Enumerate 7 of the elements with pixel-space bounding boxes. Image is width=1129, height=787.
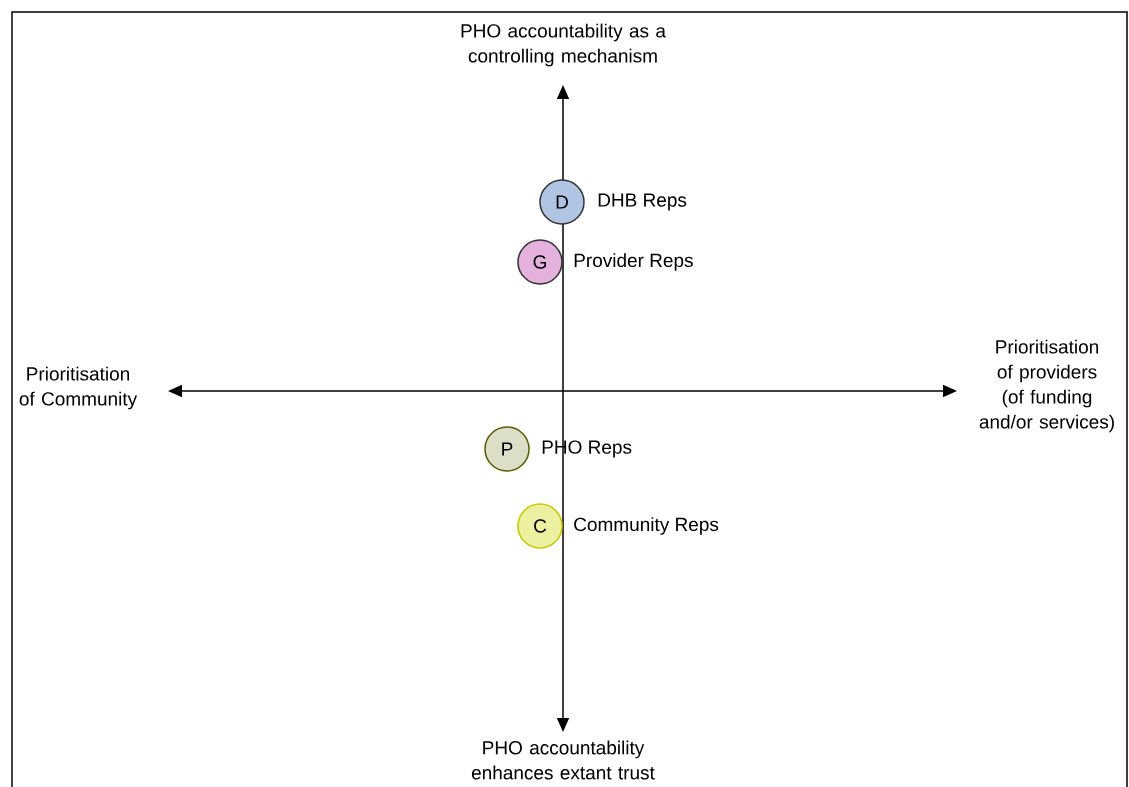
axis-label: PHO accountability as a controlling mechanism	[461, 23, 666, 67]
marker-label: Community Reps	[574, 517, 719, 535]
marker-label: Provider Reps	[574, 253, 693, 271]
axis-label: Prioritisation of Community	[19, 366, 138, 410]
axis-label: Prioritisation of providers (of funding and/or services)	[979, 339, 1114, 433]
axis-label: PHO accountability enhances extant trust	[471, 740, 655, 780]
marker-label: DHB Reps	[598, 193, 687, 211]
